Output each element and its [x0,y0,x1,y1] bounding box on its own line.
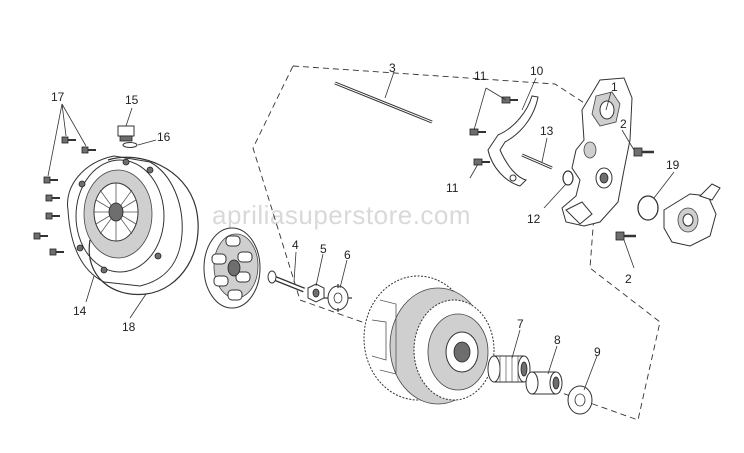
callout-17: 17 [51,90,65,104]
callout-1: 1 [611,80,618,94]
callout-6: 6 [344,248,351,262]
part-17-screws [33,136,96,256]
callout-14: 14 [73,304,87,318]
callout-2-top: 2 [620,117,627,131]
part-9-thrust-washer [567,385,593,415]
part-8-bushing [525,371,563,395]
part-3-rod [334,81,433,124]
part-5-nut [307,283,325,303]
callout-11-top: 11 [474,69,487,83]
leader-lines [47,71,675,391]
part-7-needle-bearing [487,355,531,383]
callout-10: 10 [530,64,544,78]
callout-19: 19 [666,158,680,172]
part-1-housing [561,77,633,227]
watermark-text: apriliasuperstore.com [212,200,471,230]
part-14-clutch-cover [67,155,183,287]
pressure-plate [203,227,261,309]
callout-11-bottom: 11 [446,181,459,195]
callout-16: 16 [157,130,171,144]
callout-15: 15 [125,93,139,107]
callout-labels: 3 1 2 2 4 5 6 7 8 9 10 11 11 12 13 14 15… [51,61,680,359]
part-18-gasket [88,156,199,296]
assembly-outline [252,65,661,421]
callout-18: 18 [122,320,136,334]
callout-2-bottom: 2 [625,272,632,286]
part-16-o-ring [122,142,138,148]
slave-cylinder [663,183,721,247]
callout-5: 5 [320,242,327,256]
part-19-o-ring [637,195,659,221]
callout-8: 8 [554,333,561,347]
callout-4: 4 [292,238,299,252]
part-10-bracket [487,95,539,187]
callout-3: 3 [389,61,396,75]
callout-9: 9 [594,345,601,359]
callout-12: 12 [527,212,541,226]
part-12-o-ring [562,170,574,186]
callout-13: 13 [540,124,554,138]
part-4-push-rod [267,270,305,293]
part-13-pin [521,153,553,170]
part-15-cap [117,125,135,142]
clutch-basket [363,275,495,405]
part-2-bolts [615,147,654,241]
part-6-lock-washer [324,284,352,312]
callout-7: 7 [517,317,524,331]
